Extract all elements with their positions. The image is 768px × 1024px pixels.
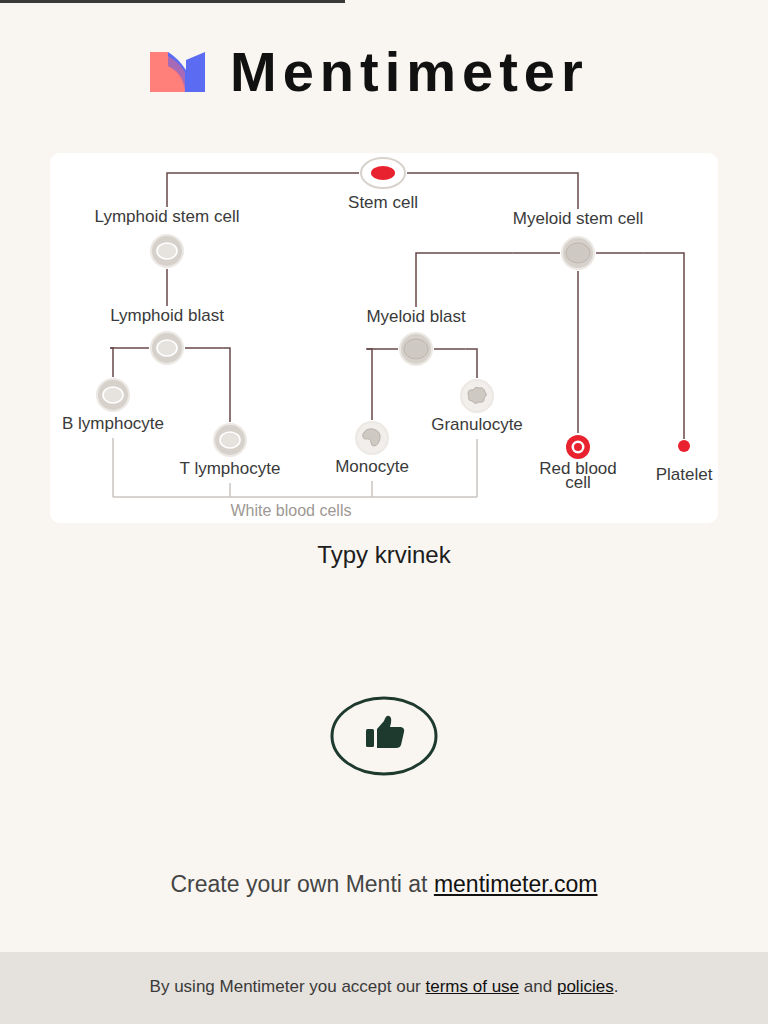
cell-label: Myeloid blast <box>366 307 465 327</box>
connector-line <box>577 271 579 433</box>
cell-icon <box>149 330 185 366</box>
connector-line <box>224 348 230 422</box>
terms-text: By using Mentimeter you accept our <box>150 977 421 997</box>
cell-label: Granulocyte <box>431 415 523 435</box>
cell-node: Platelet <box>656 439 713 485</box>
cell-node: B lymphocyte <box>62 377 164 434</box>
terms-text: and <box>524 977 552 997</box>
bracket-line <box>229 483 231 497</box>
group-label: White blood cells <box>231 502 352 520</box>
logo-icon <box>148 48 208 96</box>
cell-label: Monocyte <box>335 457 409 477</box>
cell-label: Platelet <box>656 465 713 485</box>
connector-line <box>418 173 578 209</box>
cell-node: Myeloid blast <box>366 307 465 367</box>
cell-node: Lymphoid stem cell <box>95 207 240 269</box>
progress-bar <box>0 0 345 3</box>
promo-line: Create your own Menti atmentimeter.com <box>0 871 768 898</box>
cell-icon <box>354 420 390 456</box>
connector-line <box>416 253 513 307</box>
promo-text: Create your own Menti at <box>171 871 428 898</box>
cell-node: Granulocyte <box>431 378 523 435</box>
connector-line <box>166 269 168 306</box>
connector-stub <box>110 347 149 349</box>
cell-icon <box>560 235 596 271</box>
cell-icon <box>677 439 691 453</box>
connector-line <box>466 349 477 378</box>
cell-label: B lymphocyte <box>62 414 164 434</box>
connector-stub <box>407 172 418 174</box>
terms-line: By using Mentimeter you accept ourterms … <box>0 977 768 997</box>
connector-stub <box>185 347 224 349</box>
cell-icon <box>95 377 131 413</box>
cell-label: Lymphoid blast <box>110 306 224 326</box>
cell-icon <box>398 331 434 367</box>
cell-node: Red blood cell <box>528 433 628 490</box>
cell-icon <box>149 233 185 269</box>
bracket-line <box>112 438 114 497</box>
bracket-line <box>371 481 373 497</box>
cell-node: T lymphocyte <box>180 422 281 479</box>
connector-line <box>643 253 684 439</box>
cell-icon <box>359 156 407 190</box>
cell-label: Lymphoid stem cell <box>95 207 240 227</box>
connector-line <box>167 173 348 207</box>
connector-stub <box>434 348 466 350</box>
connector-line <box>110 348 113 377</box>
cell-icon <box>459 378 495 414</box>
terms-text: . <box>614 977 619 997</box>
cell-label: T lymphocyte <box>180 459 281 479</box>
bracket-line <box>476 439 478 497</box>
connector-stub <box>348 172 359 174</box>
connector-stub <box>596 252 643 254</box>
cell-node: Lymphoid blast <box>110 306 224 366</box>
promo-link: mentimeter.com <box>434 871 598 898</box>
logo-wordmark: Mentimeter <box>230 40 589 104</box>
cell-label: Myeloid stem cell <box>513 209 643 229</box>
terms-link: terms of use <box>426 977 520 997</box>
diagram-caption: Typy krvinek <box>0 541 768 569</box>
cell-node: Stem cell <box>348 156 418 213</box>
cell-icon <box>212 422 248 458</box>
cell-node: Myeloid stem cell <box>513 209 643 271</box>
cell-icon <box>564 433 592 461</box>
cell-label: Red blood cell <box>528 462 628 490</box>
bracket-line <box>113 496 477 498</box>
connector-line <box>366 349 372 420</box>
like-button <box>328 695 440 779</box>
policies-link: policies <box>557 977 614 997</box>
connector-stub <box>513 252 560 254</box>
cell-label: Stem cell <box>348 193 418 213</box>
cell-node: Monocyte <box>335 420 409 477</box>
